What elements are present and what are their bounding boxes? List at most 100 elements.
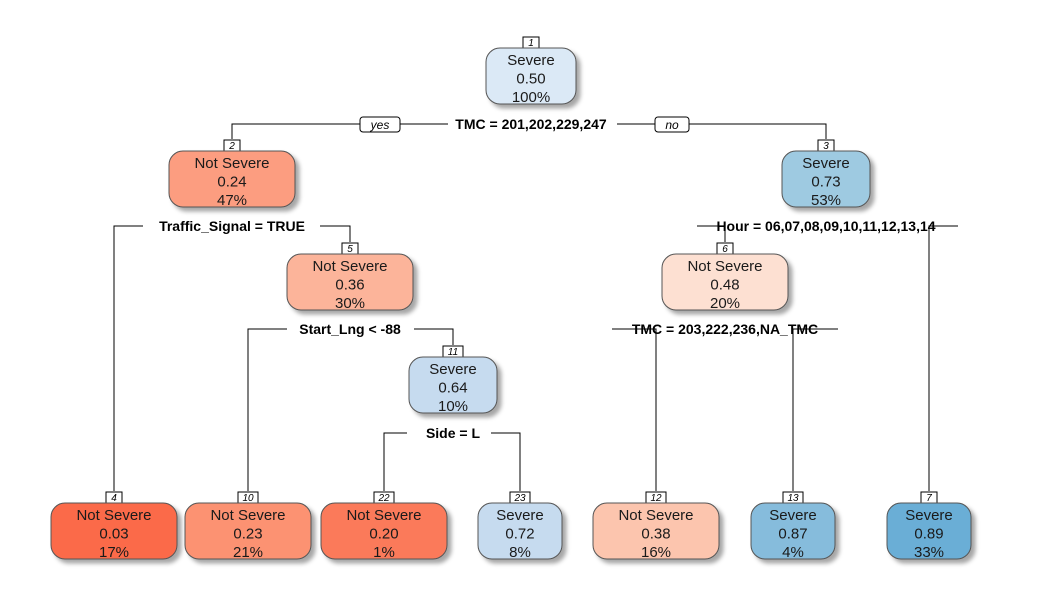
- node-box: [408, 356, 498, 414]
- node-percentage: 10%: [438, 398, 468, 415]
- node-box: [592, 502, 720, 560]
- node-percentage: 16%: [641, 544, 671, 561]
- node-number: 7: [926, 493, 932, 504]
- edge-11-to-23: [491, 432, 521, 491]
- node-box: [485, 47, 577, 105]
- node-percentage: 30%: [335, 295, 365, 312]
- node-probability: 0.36: [335, 277, 364, 294]
- node-percentage: 33%: [914, 544, 944, 561]
- node-percentage: 47%: [217, 192, 247, 209]
- node-class-label: Not Severe: [618, 507, 693, 524]
- node-class-label: Not Severe: [194, 155, 269, 172]
- node-box: [320, 502, 448, 560]
- node-percentage: 17%: [99, 544, 129, 561]
- node-class-label: Not Severe: [312, 258, 387, 275]
- split-label-node-1: TMC = 201,202,229,247: [455, 116, 607, 132]
- node-probability: 0.64: [438, 380, 467, 397]
- node-percentage: 1%: [373, 544, 395, 561]
- edge-1-to-3: [617, 123, 827, 139]
- node-box: [184, 502, 312, 560]
- node-probability: 0.24: [217, 174, 246, 191]
- edge-11-to-22: [383, 432, 407, 491]
- split-label-node-2: Traffic_Signal = TRUE: [159, 218, 305, 234]
- node-box: [286, 253, 414, 311]
- node-number: 5: [347, 244, 353, 255]
- svg-text:yes: yes: [370, 118, 390, 132]
- node-number: 22: [377, 493, 390, 504]
- node-probability: 0.20: [369, 526, 398, 543]
- node-class-label: Severe: [429, 361, 477, 378]
- node-probability: 0.73: [811, 174, 840, 191]
- node-number: 12: [650, 493, 662, 504]
- edge-2-to-4: [113, 225, 143, 491]
- node-box: [477, 502, 563, 560]
- node-box: [661, 253, 789, 311]
- node-probability: 0.89: [914, 526, 943, 543]
- node-class-label: Severe: [802, 155, 850, 172]
- node-number: 2: [228, 141, 235, 152]
- node-class-label: Severe: [496, 507, 544, 524]
- node-probability: 0.48: [710, 277, 739, 294]
- node-number: 11: [448, 347, 458, 358]
- node-class-label: Not Severe: [76, 507, 151, 524]
- node-probability: 0.38: [641, 526, 670, 543]
- edge-6-to-13: [792, 328, 838, 491]
- node-class-label: Severe: [507, 52, 555, 69]
- node-probability: 0.03: [99, 526, 128, 543]
- node-percentage: 4%: [782, 544, 804, 561]
- node-percentage: 21%: [233, 544, 263, 561]
- edge-3-to-6: [697, 225, 726, 242]
- node-percentage: 100%: [512, 89, 550, 106]
- edge-2-to-5: [320, 225, 351, 242]
- node-probability: 0.72: [505, 526, 534, 543]
- edge-1-to-2: [231, 123, 448, 139]
- node-percentage: 20%: [710, 295, 740, 312]
- node-number: 13: [787, 493, 799, 504]
- node-box: [781, 150, 871, 208]
- node-class-label: Not Severe: [346, 507, 421, 524]
- svg-text:no: no: [665, 118, 679, 132]
- node-number: 6: [722, 244, 728, 255]
- node-number: 23: [513, 493, 526, 504]
- split-label-node-5: Start_Lng < -88: [299, 321, 401, 337]
- node-number: 10: [242, 493, 254, 504]
- node-probability: 0.87: [778, 526, 807, 543]
- node-class-label: Not Severe: [210, 507, 285, 524]
- node-class-label: Severe: [905, 507, 953, 524]
- node-number: 3: [823, 141, 829, 152]
- node-probability: 0.23: [233, 526, 262, 543]
- split-label-node-6: TMC = 203,222,236,NA_TMC: [632, 321, 818, 337]
- node-probability: 0.50: [516, 71, 545, 88]
- edge-5-to-10: [247, 328, 287, 491]
- node-number: 1: [528, 38, 534, 49]
- node-number: 4: [111, 493, 117, 504]
- node-class-label: Severe: [769, 507, 817, 524]
- node-class-label: Not Severe: [687, 258, 762, 275]
- node-box: [886, 502, 972, 560]
- split-label-node-3: Hour = 06,07,08,09,10,11,12,13,14: [716, 218, 935, 234]
- node-box: [168, 150, 296, 208]
- no-branch-label: no: [654, 116, 690, 133]
- node-percentage: 53%: [811, 192, 841, 209]
- split-label-node-11: Side = L: [426, 425, 481, 441]
- edge-6-to-12: [612, 328, 657, 491]
- yes-branch-label: yes: [359, 116, 401, 133]
- edge-3-to-7: [928, 225, 958, 491]
- node-percentage: 8%: [509, 544, 531, 561]
